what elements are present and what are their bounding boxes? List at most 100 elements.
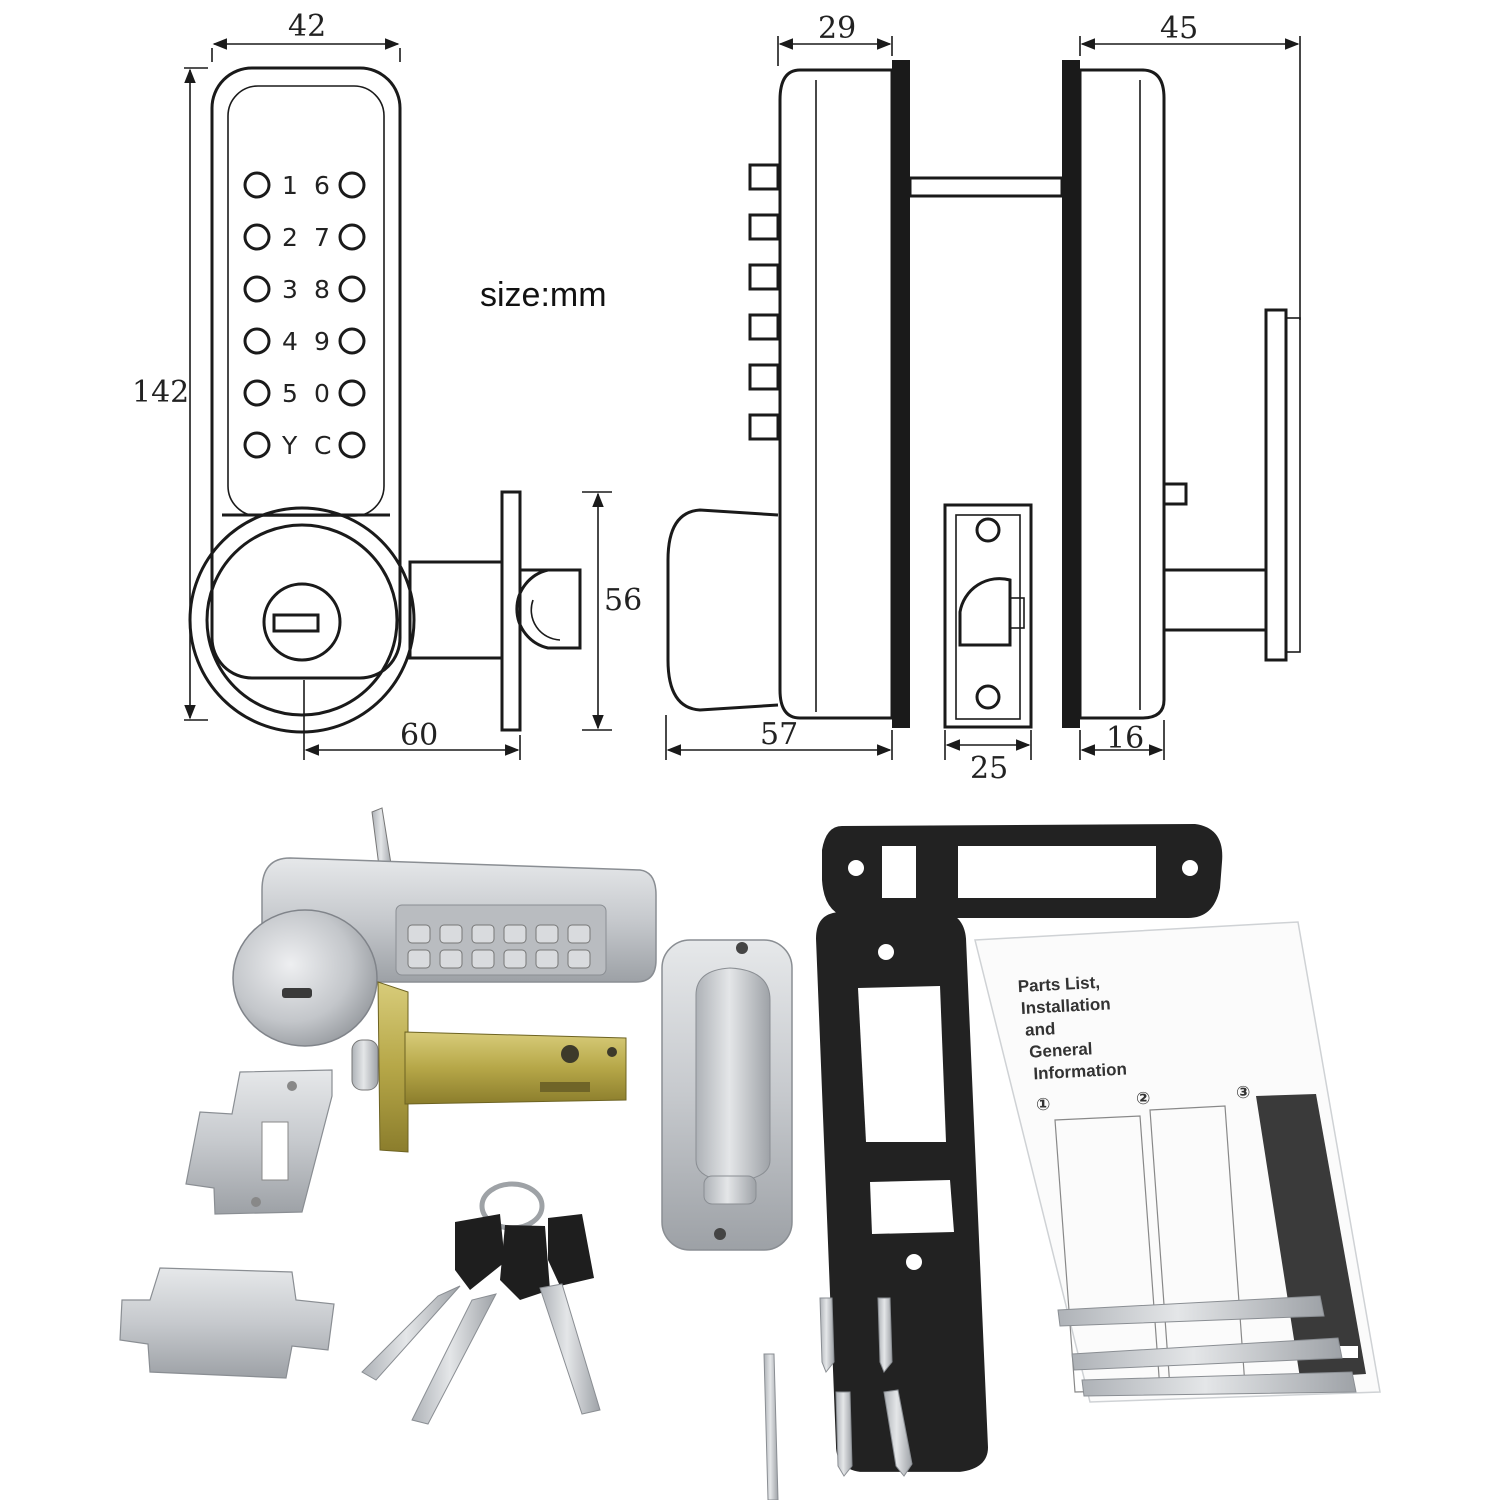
strike-box-photo xyxy=(119,1267,335,1379)
manual-title-line: Installation xyxy=(1020,994,1111,1018)
manual-title: Parts List, Installation and General Inf… xyxy=(1017,973,1127,1084)
key-blade-2 xyxy=(411,1293,497,1425)
key-circle xyxy=(338,327,366,355)
key-label-left: 3 xyxy=(282,275,298,304)
side-knob xyxy=(666,508,779,712)
key-circle xyxy=(338,379,366,407)
dim-label-142: 142 xyxy=(132,375,189,410)
key-blade-1 xyxy=(361,1285,461,1381)
back-lever-handle xyxy=(1264,308,1288,662)
latch-shaft xyxy=(408,560,504,660)
manual-title-line: General xyxy=(1029,1039,1093,1061)
side-view-drawing xyxy=(666,60,1301,729)
keyhole-photo-icon xyxy=(282,988,312,998)
key-circle xyxy=(338,431,366,459)
strike-plate-photo xyxy=(185,1069,333,1215)
manual-figure-3 xyxy=(1256,1094,1366,1378)
latch-faceplate xyxy=(500,490,522,732)
side-button xyxy=(748,213,780,241)
screw xyxy=(819,1297,835,1373)
dim-label-16: 16 xyxy=(1106,721,1144,756)
key-circle xyxy=(243,431,271,459)
keyhole-icon xyxy=(272,613,320,633)
latch-face-plate xyxy=(377,981,409,1153)
back-lever-plate-photo xyxy=(661,939,793,1251)
back-lever-photo xyxy=(695,967,771,1181)
dim-label-29: 29 xyxy=(818,11,856,46)
size-unit-note: size:mm xyxy=(480,276,607,314)
pin xyxy=(763,1353,779,1500)
latch-bolt-photo xyxy=(351,981,627,1153)
key-head-2 xyxy=(500,1225,550,1300)
side-door-gasket xyxy=(892,60,910,728)
key-cylinder xyxy=(262,582,342,662)
back-plate-outline xyxy=(1078,68,1166,720)
key-circle xyxy=(243,171,271,199)
keypad-button-rows xyxy=(407,924,591,969)
manual-title-line: and xyxy=(1025,1019,1056,1040)
front-keypad-buttons: 1 2 3 4 5 Y 6 7 8 9 0 C xyxy=(243,171,366,460)
key-label-right: 6 xyxy=(314,171,330,200)
side-outer-case xyxy=(778,68,894,720)
key-label-right: 9 xyxy=(314,327,330,356)
key-label-right: 7 xyxy=(314,223,330,252)
side-button xyxy=(748,413,780,441)
back-lever-arm xyxy=(1162,568,1268,632)
strike-opening xyxy=(958,577,1012,647)
key-label-left: 4 xyxy=(282,327,298,356)
key-label-left: Y xyxy=(281,431,298,460)
key-circle xyxy=(243,327,271,355)
latch-bolt-curve xyxy=(530,599,561,641)
side-button xyxy=(748,263,780,291)
gasket-vertical-photo xyxy=(816,910,988,1472)
strike-plate-drawing xyxy=(943,503,1033,729)
dim-label-56: 56 xyxy=(604,583,642,618)
long-bolt xyxy=(1071,1337,1343,1371)
key-label-left: 2 xyxy=(282,223,298,252)
dim-label-25: 25 xyxy=(970,751,1008,786)
dim-label-57: 57 xyxy=(760,717,798,752)
dim-label-45: 45 xyxy=(1160,11,1198,46)
key-circle xyxy=(338,171,366,199)
long-bolt xyxy=(1057,1295,1325,1327)
front-view-drawing: 1 2 3 4 5 Y 6 7 8 9 0 C xyxy=(188,66,582,734)
manual-title-line: Parts List, xyxy=(1017,973,1100,996)
side-button xyxy=(748,163,780,191)
back-lever-edge xyxy=(1285,317,1301,653)
key-circle xyxy=(338,223,366,251)
back-lever-stop xyxy=(1162,482,1188,506)
front-knob-inner xyxy=(205,523,399,717)
latch-bolt xyxy=(515,568,582,650)
back-door-gasket xyxy=(1062,60,1080,728)
key-label-right: 0 xyxy=(314,379,330,408)
keys-photo xyxy=(361,1181,601,1425)
gasket-horizontal-photo xyxy=(822,824,1223,918)
key-label-right: 8 xyxy=(314,275,330,304)
screw xyxy=(835,1391,853,1477)
side-button xyxy=(748,313,780,341)
dim-label-42: 42 xyxy=(288,9,326,44)
side-dimensions: 29 57 25 45 16 xyxy=(665,11,1301,786)
long-bolt xyxy=(1081,1371,1357,1397)
spindle-bar xyxy=(908,176,1064,198)
front-knob-outer xyxy=(188,506,416,734)
manual-step-number: ③ xyxy=(1236,1083,1250,1102)
manual-step-number: ① xyxy=(1036,1095,1050,1114)
key-label-left: 5 xyxy=(282,379,298,408)
manual-title-line: Information xyxy=(1033,1060,1127,1084)
key-circle xyxy=(243,223,271,251)
latch-body xyxy=(404,1031,627,1105)
key-circle xyxy=(243,379,271,407)
side-button xyxy=(748,363,780,391)
instruction-manual-photo: Parts List, Installation and General Inf… xyxy=(974,921,1381,1403)
key-blade-3 xyxy=(539,1283,601,1415)
key-head-3 xyxy=(548,1214,594,1286)
screw xyxy=(877,1297,893,1373)
manual-step-number: ② xyxy=(1136,1089,1150,1108)
key-head-1 xyxy=(455,1214,505,1290)
front-dimensions: 42 142 60 56 xyxy=(132,9,642,760)
key-label-left: 1 xyxy=(282,171,298,200)
screws-photo xyxy=(763,1295,1357,1500)
